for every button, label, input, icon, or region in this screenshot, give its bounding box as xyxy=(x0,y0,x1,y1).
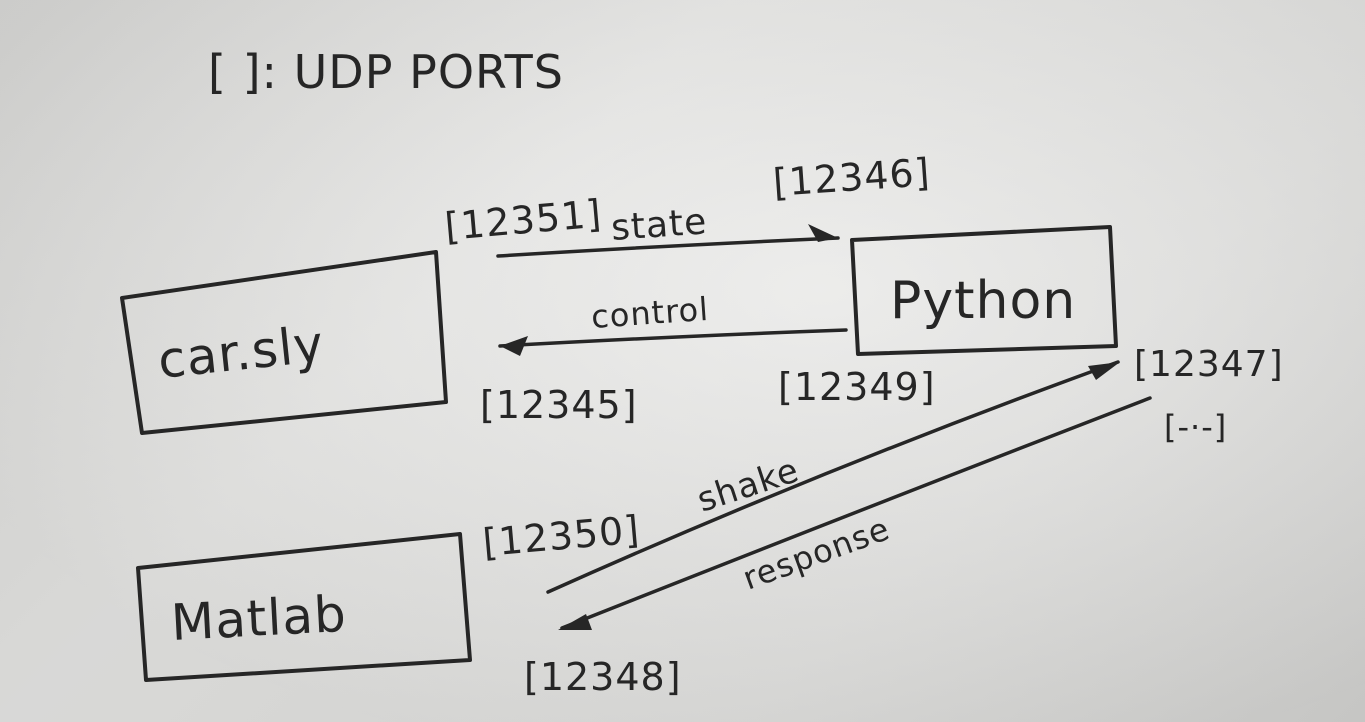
state-from-port: [12351] xyxy=(443,191,604,249)
node-carsly: car.sly xyxy=(120,250,448,435)
response-from-port: [-·-] xyxy=(1164,408,1227,446)
node-python: Python xyxy=(850,225,1118,356)
shake-to-port: [12347] xyxy=(1134,344,1284,385)
legend-text: [ ]: UDP PORTS xyxy=(208,45,564,99)
carsly-label: car.sly xyxy=(155,315,327,390)
control-label: control xyxy=(590,290,710,336)
shake-label: shake xyxy=(692,450,804,520)
response-to-port: [12348] xyxy=(524,655,682,699)
state-to-port: [12346] xyxy=(772,150,932,205)
control-to-port: [12345] xyxy=(480,383,638,427)
response-label: response xyxy=(738,509,895,597)
matlab-box xyxy=(136,532,472,682)
matlab-label: Matlab xyxy=(170,585,348,652)
edge-control: control [12349] [12345] xyxy=(480,290,936,427)
python-label: Python xyxy=(890,271,1076,331)
control-arrowhead xyxy=(500,336,528,356)
carsly-box xyxy=(120,250,448,435)
response-arrow-line xyxy=(560,396,1152,630)
control-from-port: [12349] xyxy=(778,365,936,409)
shake-arrowhead xyxy=(1088,362,1120,380)
state-label: state xyxy=(610,201,709,249)
state-arrow-line xyxy=(496,236,840,258)
shake-arrow-line xyxy=(546,360,1120,594)
state-arrowhead xyxy=(808,224,838,242)
edge-state: state [12351] [12346] xyxy=(443,150,932,258)
python-box xyxy=(850,225,1118,356)
response-arrowhead xyxy=(558,614,592,630)
node-matlab: Matlab xyxy=(136,532,472,682)
shake-from-port: [12350] xyxy=(481,507,642,565)
control-arrow-line xyxy=(498,328,848,348)
